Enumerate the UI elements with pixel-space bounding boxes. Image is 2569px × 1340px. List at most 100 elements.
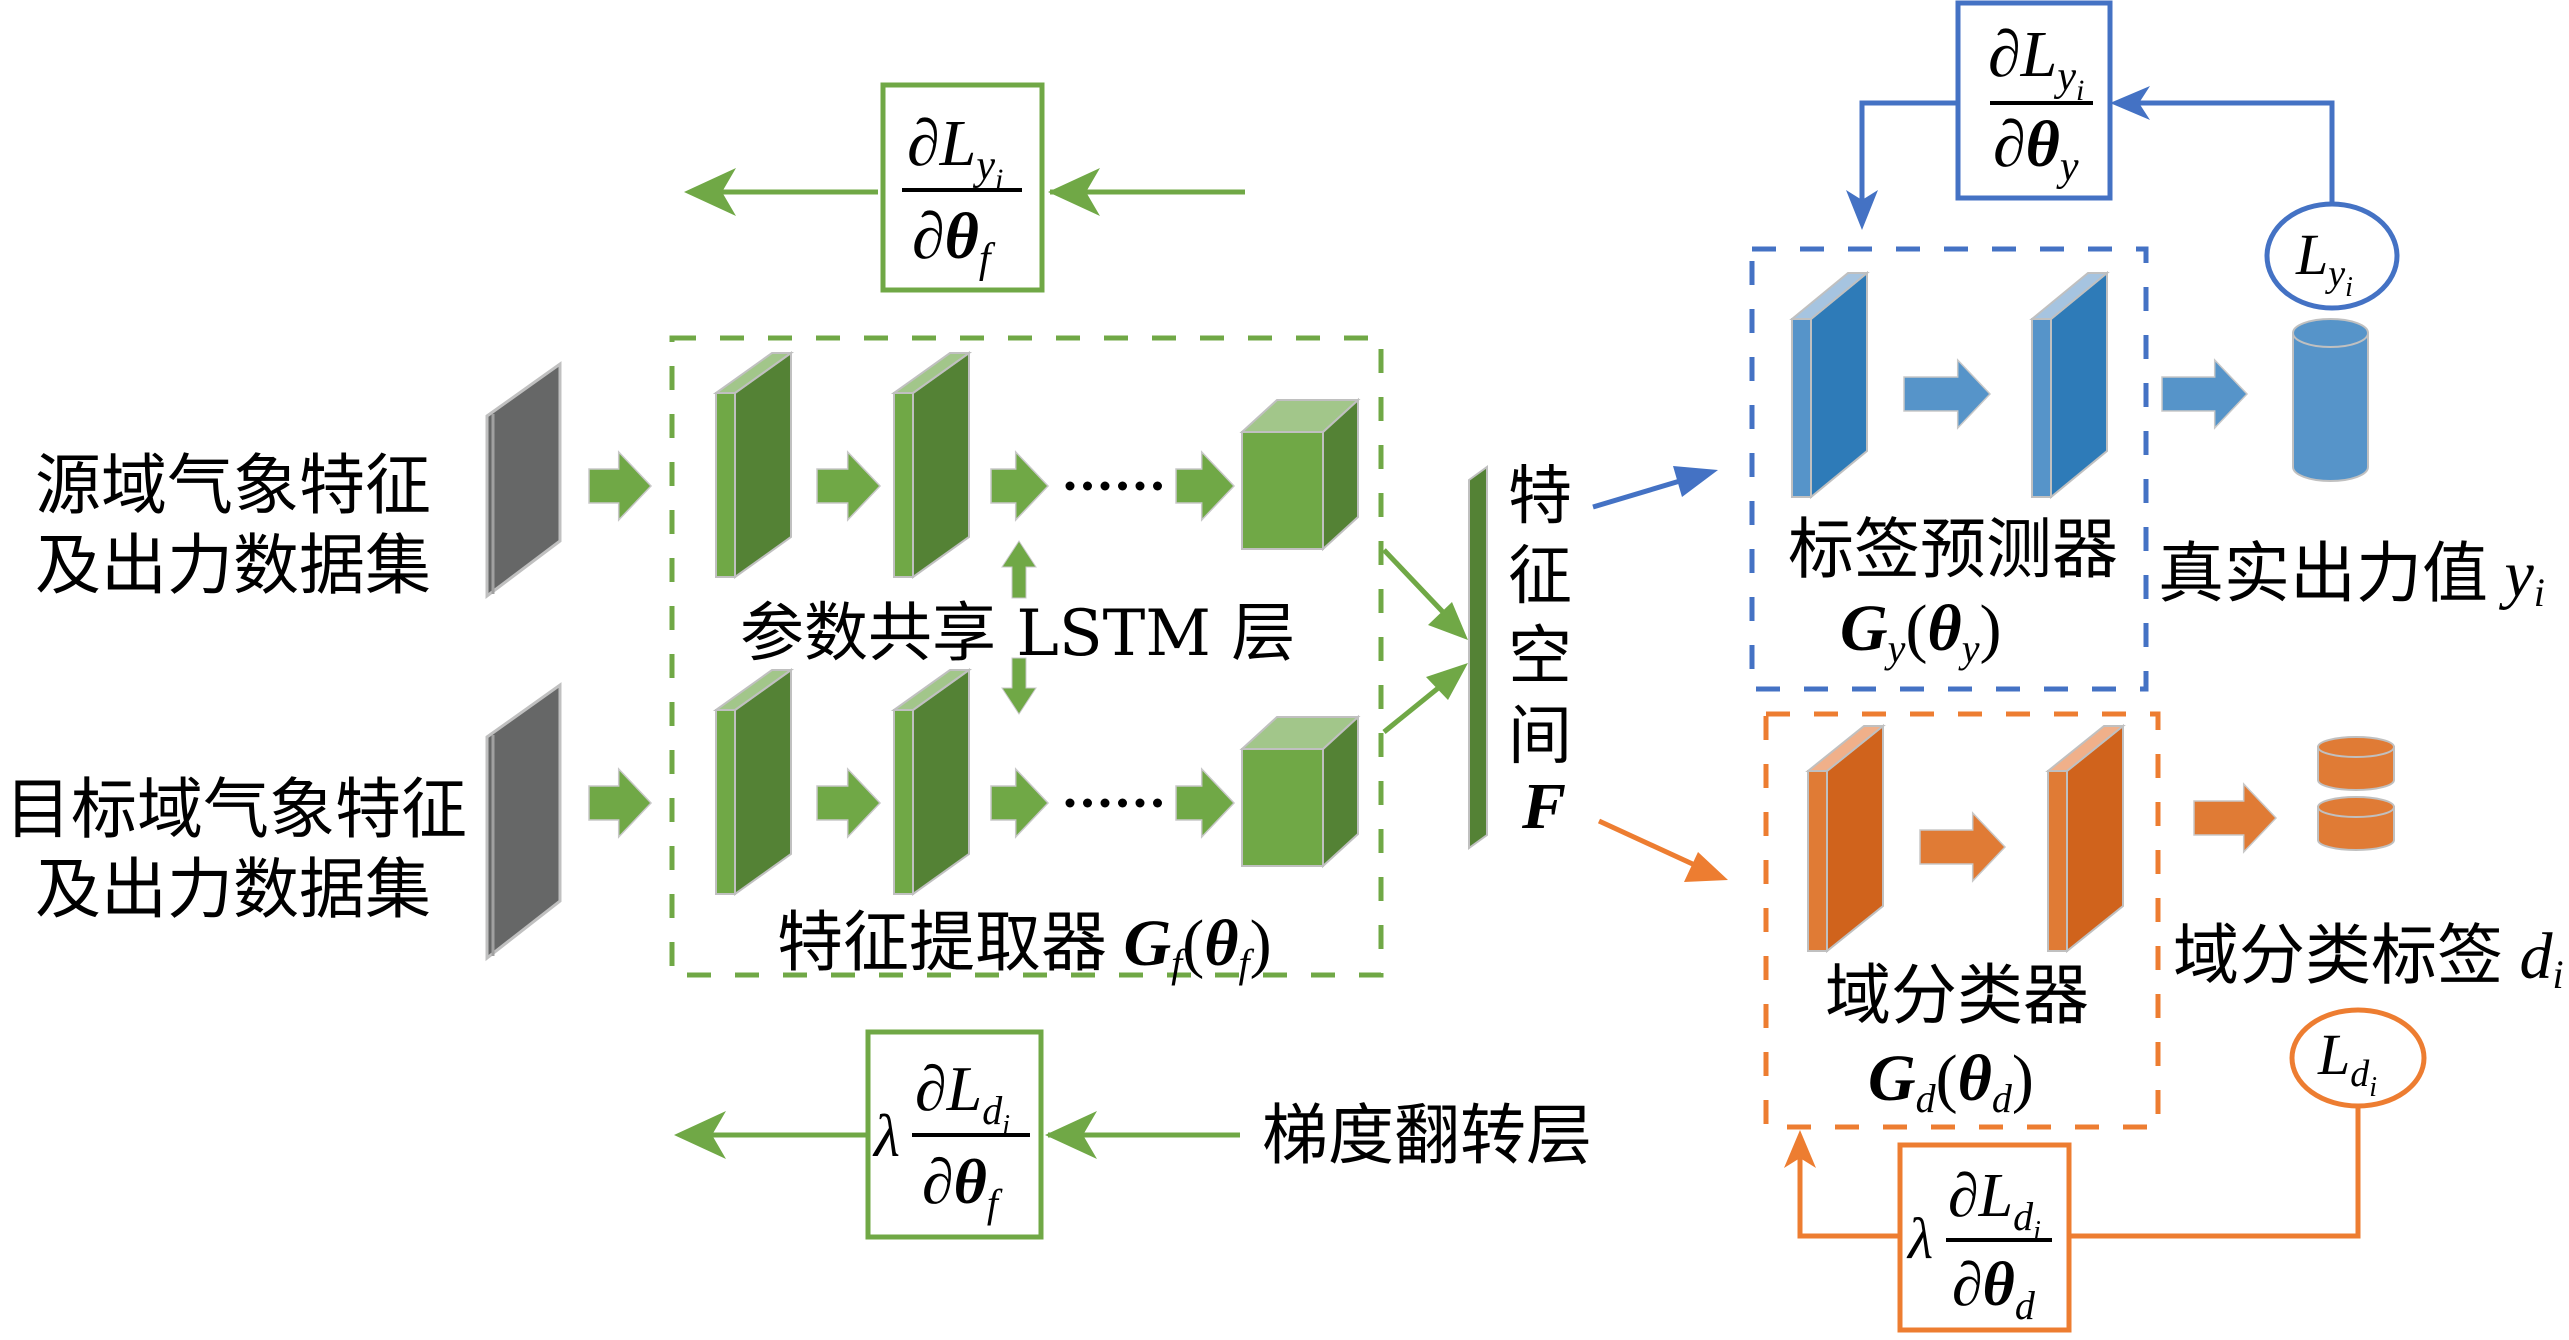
arrow-head-icon: [2110, 86, 2150, 120]
source-label-line2: 及出力数据集: [35, 527, 431, 604]
feature-extractor: 参数共享 LSTM 层 特征提取器 Gf(θf): [588, 335, 1468, 986]
feature-space-char: 征: [1508, 540, 1572, 614]
gradient-top-feature: ∂Lyi ∂θf: [684, 82, 1245, 293]
layer-front: [1791, 318, 1812, 498]
label-predictor-label: 标签预测器: [1788, 511, 2118, 588]
shared-down-arrow-icon: [1001, 657, 1037, 715]
flow-arrow-icon: [1919, 811, 2007, 883]
loss-d-feedback-line: [2069, 1106, 2361, 1239]
predictor-layer: [1789, 270, 1870, 500]
gradient-reversal-lambda: λ: [872, 1103, 900, 1169]
layer-front: [715, 392, 736, 578]
shared-up-arrow-icon: [1001, 540, 1037, 599]
feature-space-bar: [1468, 465, 1488, 850]
flow-arrow-icon: [1903, 358, 1992, 430]
flow-arrow-icon: [816, 450, 882, 522]
feature-extractor-target-row: [588, 668, 1361, 896]
domain-label-database-icon: [2317, 736, 2395, 851]
target-data-panel: [485, 682, 562, 962]
gradient-d-numerator: ∂Ldi: [1948, 1162, 2041, 1247]
gradient-y-to-predictor-line: [1859, 100, 1958, 210]
layer-front: [1241, 431, 1324, 550]
feature-space-char: 特: [1508, 460, 1572, 534]
lstm-layer: [890, 351, 973, 579]
ellipsis-dot: [1118, 481, 1127, 491]
arrow-head-icon: [1426, 663, 1468, 700]
lstm-output-cube: [1239, 397, 1361, 552]
source-domain-input: 源域气象特征 及出力数据集: [35, 361, 562, 604]
feature-extractor-dashed-box: [669, 335, 1384, 978]
gradient-reversal-numerator: ∂Ldi: [915, 1053, 1010, 1141]
ellipsis-dot: [1065, 481, 1075, 491]
ellipsis-dot: [1118, 798, 1127, 808]
flow-arrow-icon: [2161, 358, 2249, 430]
label-predictor-symbol: Gy(θy): [1840, 592, 2001, 671]
gradient-y-box: [1955, 0, 2113, 201]
ellipsis-dot: [1153, 798, 1162, 808]
lstm-layer: [712, 351, 795, 579]
layer-front: [2031, 318, 2052, 498]
ellipsis-dot: [1153, 481, 1162, 491]
layer-front: [715, 709, 736, 895]
gradient-reversal-layer: λ ∂Ldi ∂θf 梯度翻转层: [674, 1029, 1592, 1240]
label-predictor-dashed-box: [1749, 246, 2149, 692]
ellipsis-dot: [1100, 798, 1110, 808]
ellipsis-dot: [1135, 481, 1145, 491]
ellipsis-dot: [1083, 481, 1092, 491]
source-data-panel: [485, 361, 562, 600]
arrow-head-icon: [674, 1111, 726, 1159]
loss-y-text: Lyi: [2295, 222, 2353, 303]
flow-arrow-icon: [990, 450, 1050, 522]
gradient-y-numerator: ∂Lyi: [1988, 18, 2084, 107]
flow-arrow-icon: [588, 450, 653, 522]
arrow-head-icon: [1784, 1130, 1816, 1168]
gradient-d-lambda: λ: [1906, 1206, 1933, 1271]
lstm-layer: [890, 668, 973, 896]
domain-classifier-label: 域分类器: [1825, 957, 2089, 1034]
label-predictor: 标签预测器 Gy(θy) 真实出力值 yi Lyi ∂Lyi ∂θy: [1749, 0, 2545, 692]
loss-y-feedback-line: [2116, 100, 2335, 204]
arrow-head-icon: [1846, 190, 1878, 230]
true-output-label: 真实出力值 yi: [2158, 535, 2545, 615]
grl-label: 梯度翻转层: [1262, 1097, 1592, 1174]
true-output-cylinder-icon: [2292, 318, 2369, 482]
arrow-head-icon: [684, 168, 736, 216]
arrow-head-icon: [1684, 852, 1728, 882]
lstm-layer: [712, 668, 795, 896]
layer-front: [893, 392, 914, 578]
flow-arrow-icon: [990, 767, 1050, 839]
target-label-line1: 目标域气象特征: [5, 771, 467, 848]
feature-extractor-source-row: [588, 351, 1361, 579]
classifier-layer: [2045, 723, 2126, 954]
target-label-line2: 及出力数据集: [35, 851, 431, 928]
domain-classifier-symbol: Gd(θd): [1868, 1042, 2034, 1121]
lstm-output-cube: [1239, 714, 1361, 869]
domain-classifier-dashed-box: [1763, 711, 2161, 1130]
domain-label-text: 域分类标签 di: [2173, 917, 2564, 997]
gradient-d-box: [1897, 1142, 2072, 1333]
layer-front: [893, 709, 914, 895]
gradient-d-denominator: ∂θd: [1952, 1251, 2036, 1328]
domain-classifier: 域分类器 Gd(θd) 域分类标签 di Ldi λ ∂Ldi ∂θd: [1763, 711, 2564, 1333]
arrow-head-icon: [1673, 466, 1718, 497]
classifier-layer: [1805, 723, 1886, 954]
layer-front: [2047, 770, 2068, 952]
predictor-layer: [2029, 270, 2110, 500]
layer-front: [1807, 770, 1828, 952]
arrow-to-domain-classifier: [1597, 818, 1712, 875]
feature-space: 特 征 空 间 F: [1468, 460, 1728, 882]
gradient-numerator: ∂Lyi: [907, 107, 1003, 196]
feature-space-char: 间: [1508, 700, 1572, 774]
feature-extractor-label: 特征提取器 Gf(θf): [777, 904, 1272, 986]
feature-space-symbol: F: [1521, 770, 1566, 843]
flow-arrow-icon: [816, 767, 882, 839]
shared-lstm-label: 参数共享 LSTM 层: [740, 597, 1295, 671]
gradient-box: [880, 82, 1045, 293]
arrow-head-icon: [1048, 168, 1100, 216]
arrow-head-icon: [1428, 602, 1468, 640]
arrow-head-icon: [1045, 1111, 1097, 1159]
target-domain-input: 目标域气象特征 及出力数据集: [5, 682, 562, 962]
gradient-d-to-classifier-line: [1797, 1150, 1900, 1239]
ellipsis-dot: [1100, 481, 1110, 491]
